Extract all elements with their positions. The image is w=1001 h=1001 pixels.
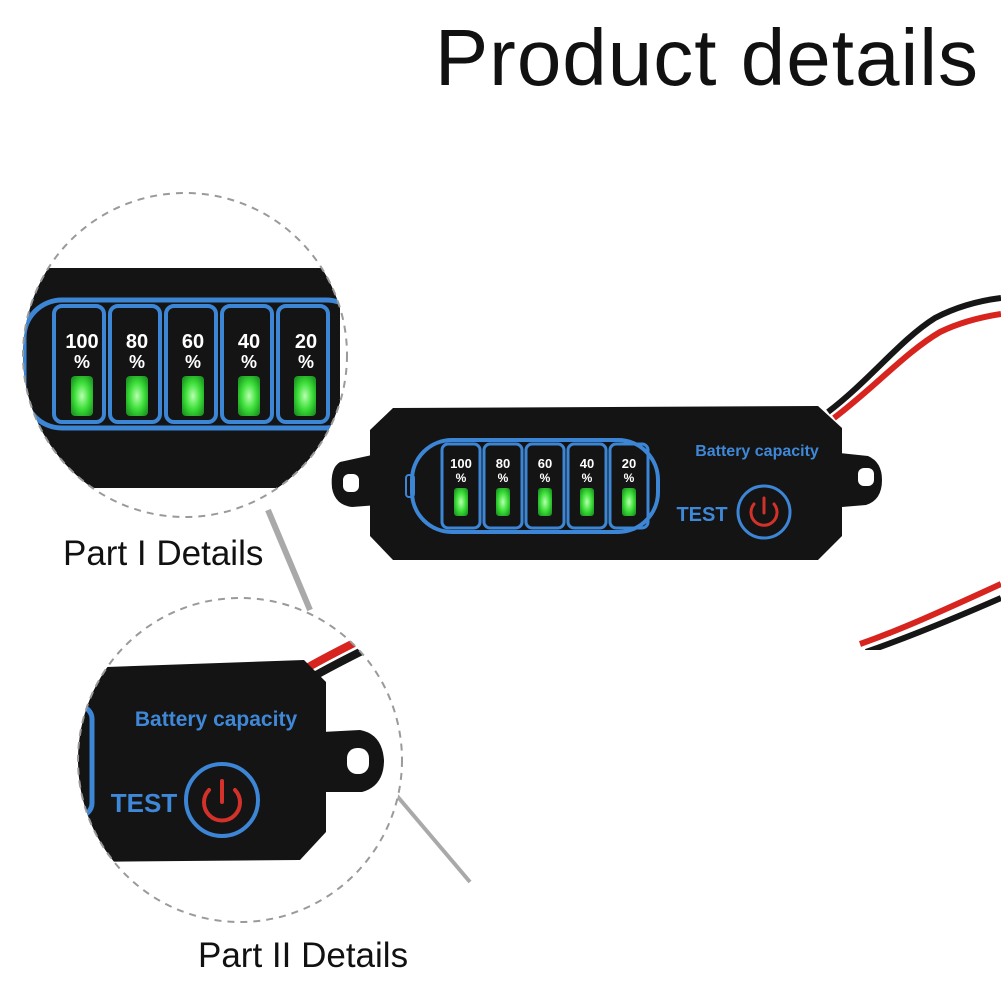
zoom-led-80 xyxy=(126,376,148,416)
level-60-unit: % xyxy=(540,471,551,485)
battery-capacity-label: Battery capacity xyxy=(695,443,819,460)
zoom-led-40 xyxy=(238,376,260,416)
zoom-level-60-label: 60 xyxy=(182,331,204,353)
led-40 xyxy=(580,488,594,516)
level-100-unit: % xyxy=(456,471,467,485)
zoom-level-100-label: 100 xyxy=(65,331,98,353)
caption-part-1: Part I Details xyxy=(63,534,264,573)
detail-zoom-part-2: Battery capacity TEST xyxy=(77,597,403,923)
zoom-level-60-unit: % xyxy=(185,352,201,372)
level-100-label: 100 xyxy=(450,456,472,471)
zoom-test-label: TEST xyxy=(111,788,178,818)
page-title: Product details xyxy=(434,13,979,102)
level-60-label: 60 xyxy=(538,456,552,471)
test-label: TEST xyxy=(676,504,727,526)
led-100 xyxy=(454,488,468,516)
led-60 xyxy=(538,488,552,516)
zoom-level-80-unit: % xyxy=(129,352,145,372)
zoom-level-20-label: 20 xyxy=(295,331,317,353)
level-80-label: 80 xyxy=(496,456,510,471)
level-80-unit: % xyxy=(498,471,509,485)
caption-part-2: Part II Details xyxy=(198,936,409,975)
level-40-unit: % xyxy=(582,471,593,485)
zoom-power-icon xyxy=(202,788,242,823)
zoom-level-80-label: 80 xyxy=(126,331,148,353)
zoom-level-100-unit: % xyxy=(74,352,90,372)
level-20-unit: % xyxy=(624,471,635,485)
led-80 xyxy=(496,488,510,516)
zoom-test-button xyxy=(184,762,260,838)
level-20-label: 20 xyxy=(622,456,636,471)
zoom-led-100 xyxy=(71,376,93,416)
main-device: 100 % 80 % 60 % 40 % 20 % Battery capaci… xyxy=(331,406,882,560)
power-icon xyxy=(749,502,779,527)
zoom-led-20 xyxy=(294,376,316,416)
zoom-level-20-unit: % xyxy=(298,352,314,372)
level-40-label: 40 xyxy=(580,456,594,471)
zoom-level-40-unit: % xyxy=(241,352,257,372)
zoom-led-60 xyxy=(182,376,204,416)
main-wires xyxy=(826,295,1001,655)
detail-zoom-part-1: 100 % 80 % 60 % 40 % 20 % xyxy=(22,192,348,518)
led-20 xyxy=(622,488,636,516)
zoom-battery-capacity-label: Battery capacity xyxy=(135,708,298,731)
zoom-level-40-label: 40 xyxy=(238,331,260,353)
test-button xyxy=(736,484,792,540)
